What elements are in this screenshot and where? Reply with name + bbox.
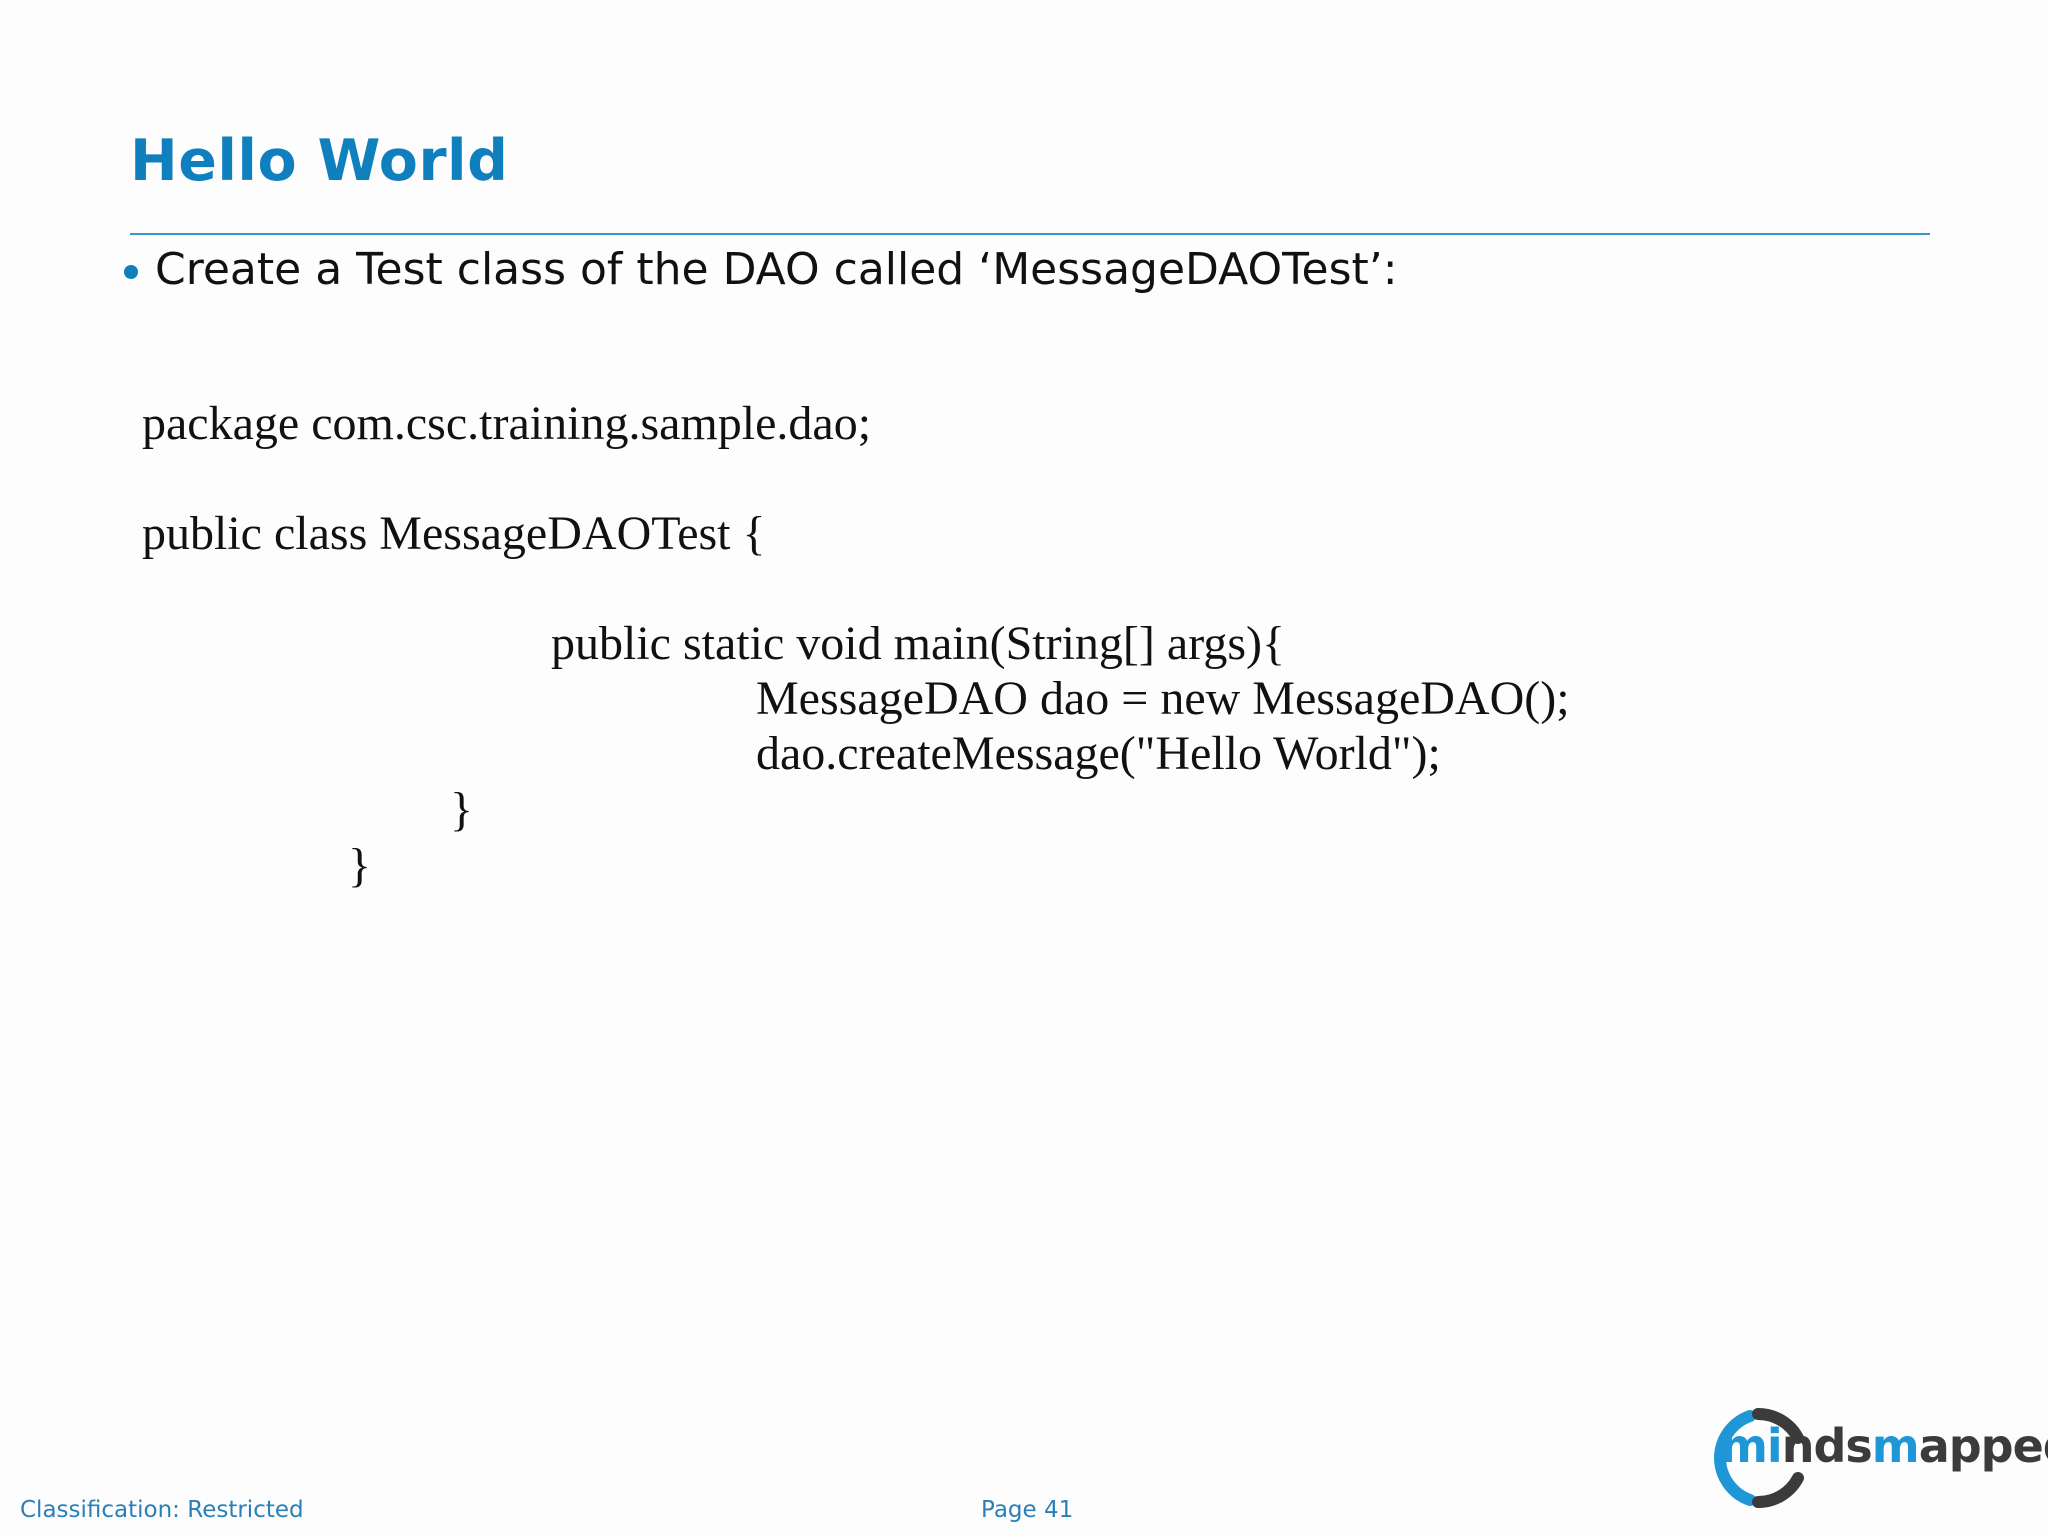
code-line-new-dao: MessageDAO dao = new MessageDAO(); <box>756 672 1570 725</box>
classification-label: Classification: Restricted <box>20 1497 304 1523</box>
code-line-create-message: dao.createMessage("Hello World"); <box>756 727 1441 780</box>
bullet-item: Create a Test class of the DAO called ‘M… <box>124 244 1398 295</box>
logo-part-4: apped <box>1918 1419 2048 1473</box>
logo-part-1: mi <box>1720 1419 1783 1473</box>
code-line-main: public static void main(String[] args){ <box>551 617 1286 670</box>
circle-logo-icon <box>1714 1407 1804 1509</box>
mindsmapped-logo: mindsmapped <box>1690 1398 2048 1518</box>
code-line-close-class: } <box>348 839 372 892</box>
code-line-class: public class MessageDAOTest { <box>142 507 766 560</box>
bullet-dot-icon <box>124 264 138 279</box>
logo-wordmark: mindsmapped <box>1720 1423 2048 1469</box>
title-divider <box>130 233 1930 235</box>
slide-title: Hello World <box>130 128 509 194</box>
code-line-package: package com.csc.training.sample.dao; <box>142 397 872 450</box>
bullet-text: Create a Test class of the DAO called ‘M… <box>155 244 1398 295</box>
page-number: Page 41 <box>981 1497 1074 1523</box>
logo-part-2: nds <box>1781 1419 1873 1473</box>
logo-part-3: m <box>1871 1419 1920 1473</box>
code-line-close-main: } <box>450 783 474 836</box>
